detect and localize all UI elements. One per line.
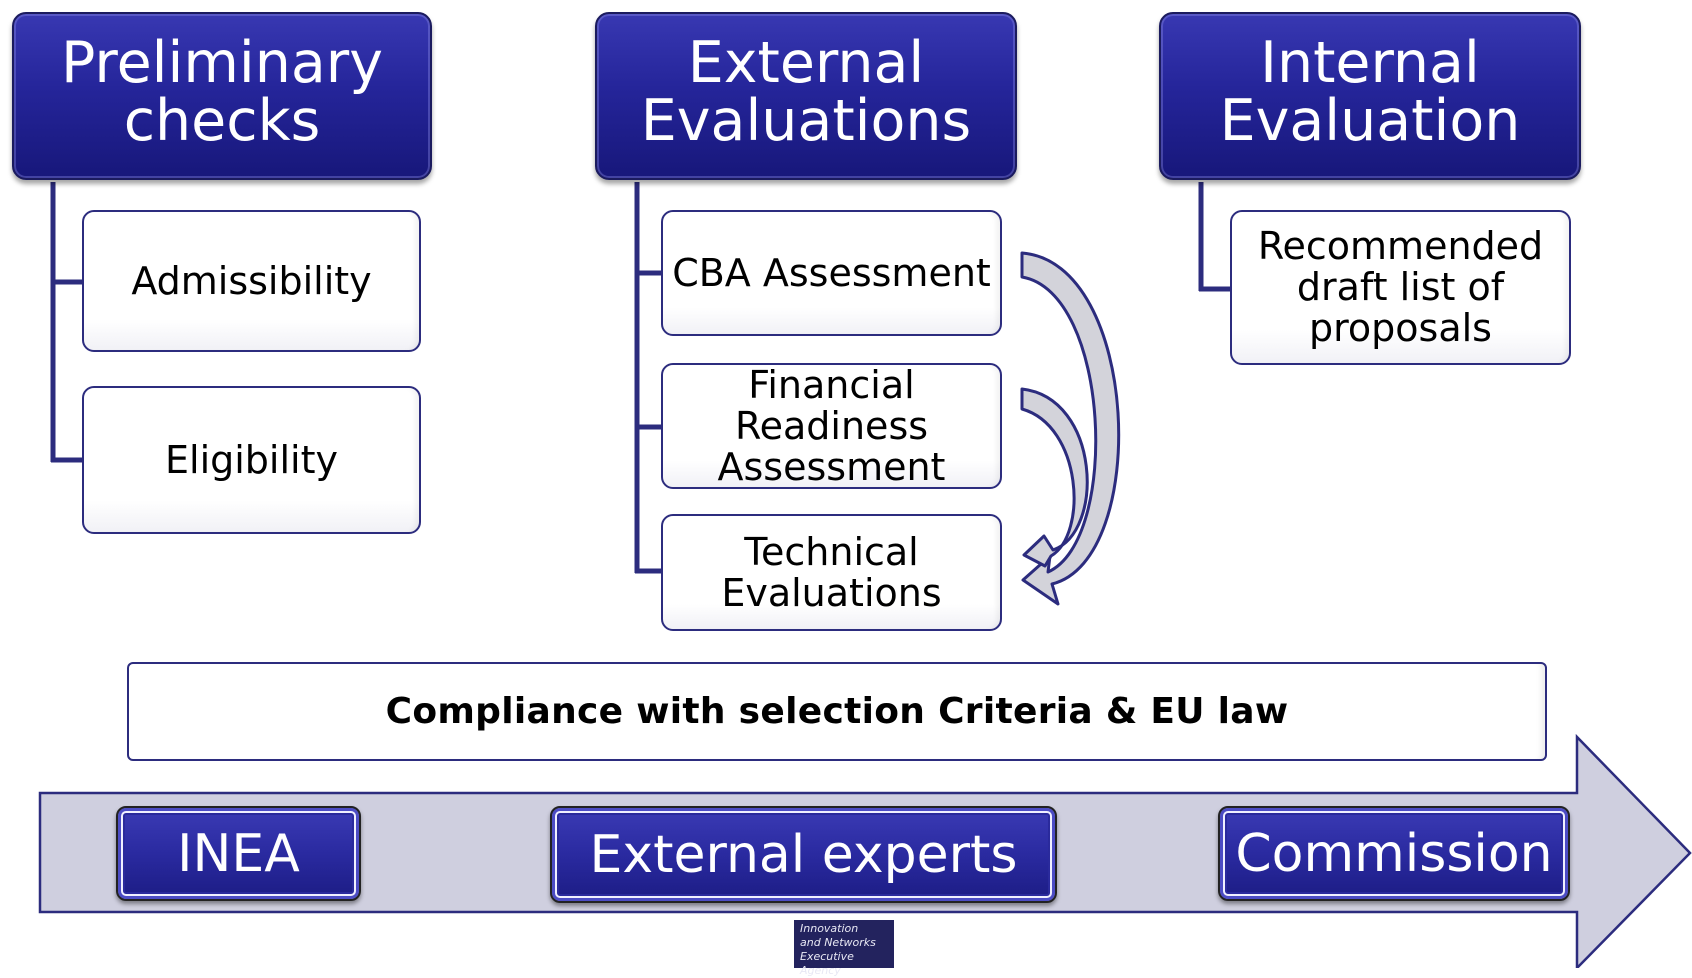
actor-label: Commission [1235, 823, 1553, 884]
header-preliminary-checks: Preliminary checks [12, 12, 432, 180]
logo-line: Innovation [800, 922, 859, 935]
logo-line: and Networks [800, 936, 876, 949]
step-admissibility: Admissibility [82, 210, 421, 352]
header-line: Internal [1260, 30, 1480, 96]
banner-text: Compliance with selection Criteria & EU … [385, 691, 1289, 732]
compliance-banner: Compliance with selection Criteria & EU … [127, 662, 1547, 761]
actor-external-experts: External experts [550, 806, 1057, 903]
inea-logo: Innovation and Networks Executive Agency [794, 920, 894, 977]
connector-external [634, 182, 662, 574]
curved-arrow-inner [1020, 387, 1089, 568]
step-label: proposals [1309, 306, 1492, 350]
header-line: checks [123, 88, 321, 154]
actor-inea: INEA [116, 806, 361, 901]
connector-preliminary [50, 182, 84, 463]
header-internal-evaluation: Internal Evaluation [1159, 12, 1581, 180]
connector-internal [1198, 182, 1232, 292]
logo-line: Executive Agency [800, 950, 854, 977]
step-recommended-draft-list: Recommended draft list of proposals [1230, 210, 1571, 365]
actor-label: External experts [589, 824, 1018, 885]
header-line: Evaluation [1219, 88, 1521, 154]
step-label: Admissibility [131, 258, 372, 303]
curved-arrow-outer [1020, 251, 1121, 606]
step-financial-readiness-assessment: Financial Readiness Assessment [661, 363, 1002, 489]
header-line: Evaluations [640, 88, 972, 154]
step-label: Financial [748, 362, 915, 407]
actor-label: INEA [177, 823, 300, 884]
step-eligibility: Eligibility [82, 386, 421, 534]
step-label: Evaluations [721, 570, 942, 615]
step-label: Readiness [734, 403, 929, 448]
step-label: draft list of [1296, 265, 1505, 309]
step-label: Recommended [1257, 224, 1544, 268]
step-label: Assessment [717, 444, 946, 489]
step-label: CBA Assessment [672, 250, 991, 295]
step-technical-evaluations: Technical Evaluations [661, 514, 1002, 631]
actor-commission: Commission [1218, 806, 1570, 901]
step-label: Technical [744, 529, 919, 574]
header-line: Preliminary [61, 30, 383, 96]
header-external-evaluations: External Evaluations [595, 12, 1017, 180]
step-cba-assessment: CBA Assessment [661, 210, 1002, 336]
header-line: External [687, 30, 925, 96]
step-label: Eligibility [165, 437, 338, 482]
